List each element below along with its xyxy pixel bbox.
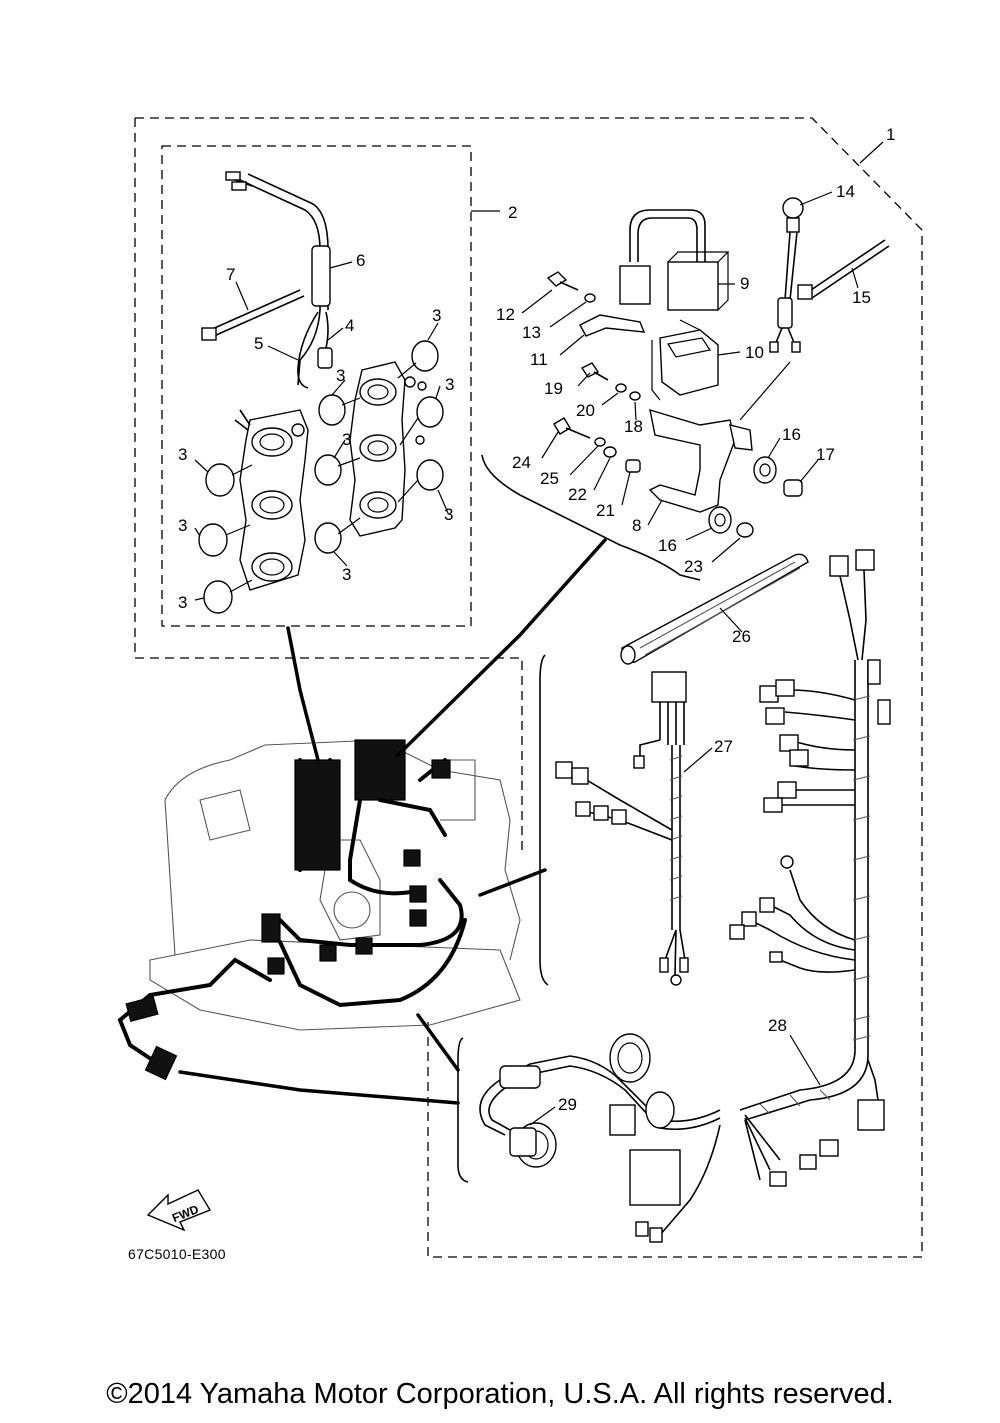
assembly-boundary-2	[161, 145, 500, 627]
callout-29: 29	[558, 1095, 577, 1114]
callout-3g: 3	[178, 516, 187, 535]
callout-leaders	[194, 191, 859, 1126]
callout-22: 22	[568, 485, 587, 504]
callout-26: 26	[732, 627, 751, 646]
callout-3b: 3	[336, 366, 345, 385]
extension-harness-29	[457, 1033, 721, 1183]
callout-25: 25	[540, 469, 559, 488]
callout-2: 2	[508, 203, 517, 222]
callout-5: 5	[254, 334, 263, 353]
callout-3f: 3	[444, 505, 453, 524]
relay-connector	[619, 265, 651, 305]
assembly-boundary-1	[134, 117, 923, 850]
callout-27: 27	[714, 737, 733, 756]
callout-10: 10	[745, 343, 764, 362]
wire-sleeve	[311, 245, 331, 307]
tie-strap-head	[201, 327, 217, 341]
callout-3: 3	[432, 306, 441, 325]
callout-24: 24	[512, 453, 531, 472]
wire-harness-27	[539, 654, 689, 986]
callout-3h: 3	[342, 565, 351, 584]
protective-tube-26	[620, 553, 809, 665]
callout-11: 11	[530, 350, 548, 369]
assembly-leaders	[178, 538, 607, 1105]
callout-16: 16	[782, 425, 801, 444]
drawing-code: 67C5010-E300	[128, 1246, 226, 1262]
harness-connector	[651, 671, 687, 703]
leader-1	[859, 141, 884, 164]
ignition-sensor-assembly	[198, 171, 444, 614]
relay-bracket-assembly	[481, 197, 890, 581]
callout-16b: 16	[658, 536, 677, 555]
callout-14: 14	[836, 182, 855, 201]
callout-12: 12	[496, 305, 515, 324]
callout-15: 15	[852, 288, 871, 307]
main-harness-28	[609, 549, 891, 1243]
copyright-notice: ©2014 Yamaha Motor Corporation, U.S.A. A…	[106, 1378, 894, 1410]
callout-3e: 3	[178, 445, 187, 464]
callout-7: 7	[226, 265, 235, 284]
callout-labels: 1 2 3 3 3 3 3 3 3 3 3 4 5 6 7 8 9 10 11 …	[178, 125, 895, 1114]
connector-pin	[231, 181, 247, 191]
callout-3i: 3	[178, 593, 187, 612]
callout-4: 4	[345, 316, 354, 335]
callout-8: 8	[632, 516, 641, 535]
forward-direction-arrow: FWD	[146, 1189, 212, 1232]
callout-6: 6	[356, 251, 365, 270]
callout-23: 23	[684, 557, 703, 576]
callout-9: 9	[740, 274, 749, 293]
engine-assembly	[117, 739, 521, 1081]
callout-28: 28	[768, 1016, 787, 1035]
connector-pin	[225, 171, 241, 181]
sensor-body	[317, 347, 333, 369]
callout-1: 1	[886, 125, 895, 144]
callout-21: 21	[596, 501, 615, 520]
callout-13: 13	[522, 323, 541, 342]
assembly-boundary-28	[427, 462, 923, 1258]
callout-17: 17	[816, 445, 835, 464]
callout-3d: 3	[342, 430, 351, 449]
callout-3c: 3	[445, 375, 454, 394]
callout-20: 20	[576, 401, 595, 420]
relay-9	[667, 261, 719, 311]
callout-19: 19	[544, 379, 563, 398]
callout-18: 18	[624, 417, 643, 436]
